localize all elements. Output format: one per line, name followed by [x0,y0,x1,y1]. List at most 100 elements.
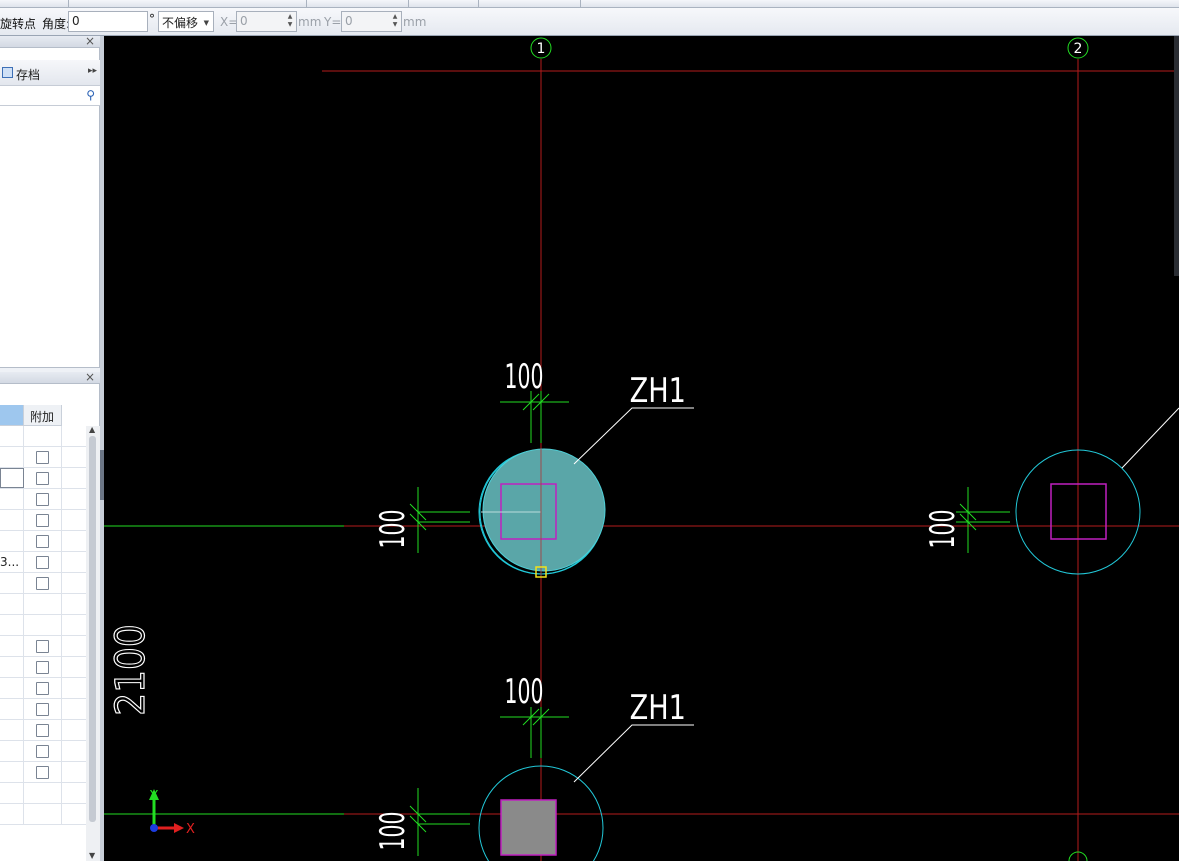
table-cell-name[interactable] [0,783,24,803]
table-cell-name[interactable] [0,573,24,593]
splitter-grip[interactable] [100,450,104,500]
pile-zh1-selected[interactable] [478,448,606,578]
scroll-up-icon[interactable]: ▲ [89,425,96,434]
pile-zh1-bottom[interactable] [478,765,604,861]
table-row[interactable] [0,657,86,678]
table-row[interactable] [0,699,86,720]
table-row[interactable] [0,678,86,699]
table-cell-name[interactable] [0,489,24,509]
table-row[interactable] [0,720,86,741]
panel-splitter[interactable] [100,36,104,861]
table-row[interactable] [0,615,86,636]
table-cell-extra [24,552,62,572]
offset-mode-value: 不偏移 [162,16,199,30]
table-cell-name[interactable] [0,720,24,740]
extra-checkbox[interactable] [36,535,49,548]
table-cell-name[interactable] [0,699,24,719]
extra-checkbox[interactable] [36,682,49,695]
extra-checkbox[interactable] [36,724,49,737]
upper-panel-header: × [0,34,100,48]
archive-button[interactable]: 存档 [16,68,41,82]
extra-checkbox[interactable] [36,451,49,464]
extra-checkbox[interactable] [36,556,49,569]
axis-bubble-bottom [1068,851,1088,861]
table-row[interactable] [0,573,86,594]
table-cell-extra [24,804,62,824]
x-label: X= [220,15,239,29]
table-row[interactable] [0,783,86,804]
table-row[interactable] [0,510,86,531]
scrollbar-thumb[interactable] [89,436,96,822]
offset-mode-select[interactable]: 不偏移 ▼ [158,11,214,32]
extra-checkbox[interactable] [36,493,49,506]
axis-label-2: 2 [1074,41,1083,57]
table-cell-extra [24,615,62,635]
table-scrollbar[interactable]: ▲ ▼ [86,425,100,861]
y-offset-input[interactable]: 0 ▲▼ [341,11,402,32]
table-cell-name[interactable] [0,447,24,467]
dim-label-left-2: 100 [922,510,962,549]
table-cell-extra [24,468,62,488]
table-cell-name[interactable] [0,426,24,446]
extra-checkbox[interactable] [36,661,49,674]
table-cell-name[interactable] [0,762,24,782]
drawing-canvas[interactable]: 1 2 [104,36,1179,861]
canvas-scrollbar-thumb[interactable] [1174,36,1179,276]
x-offset-input[interactable]: 0 ▲▼ [236,11,297,32]
table-row[interactable] [0,447,86,468]
table-row[interactable]: 3... [0,552,86,573]
pile-right[interactable] [1015,407,1179,575]
ucs-y-label: Y [149,789,158,804]
archive-icon [2,67,13,78]
table-cell-name[interactable] [0,804,24,824]
table-row[interactable] [0,636,86,657]
degree-symbol: ° [149,12,155,26]
extra-checkbox[interactable] [36,577,49,590]
table-row[interactable] [0,531,86,552]
table-cell-extra [24,489,62,509]
scroll-down-icon[interactable]: ▼ [89,851,96,860]
angle-input[interactable]: 0 [68,11,148,32]
table-cell-name[interactable] [0,678,24,698]
search-input[interactable]: ⚲ [0,86,100,106]
extra-checkbox[interactable] [36,472,49,485]
table-row[interactable] [0,762,86,783]
table-cell-name[interactable] [0,636,24,656]
close-icon[interactable]: × [84,370,95,384]
table-cell-name[interactable] [0,594,24,614]
x-spinner[interactable]: ▲▼ [287,13,293,28]
dim-label-left-3: 100 [372,812,412,851]
y-label: Y= [324,15,342,29]
search-icon[interactable]: ⚲ [86,88,95,102]
table-row[interactable] [0,594,86,615]
dim-left-1 [409,487,470,553]
table-cell-name[interactable] [0,468,24,488]
axis-bubble-2: 2 [1067,37,1089,59]
close-icon[interactable]: × [84,34,95,48]
table-row[interactable] [0,468,86,489]
dim-left-2 [956,487,1010,553]
extra-checkbox[interactable] [36,766,49,779]
table-row[interactable] [0,426,86,447]
table-row[interactable] [0,741,86,762]
column-header-extra-label: 附加 [30,410,55,424]
column-header-name[interactable] [0,405,24,426]
extra-checkbox[interactable] [36,514,49,527]
table-cell-name[interactable] [0,510,24,530]
canvas-scrollbar[interactable] [1173,36,1179,276]
table-cell-name[interactable] [0,615,24,635]
y-spinner[interactable]: ▲▼ [392,13,398,28]
table-cell-name[interactable] [0,741,24,761]
table-row[interactable] [0,489,86,510]
extra-checkbox[interactable] [36,745,49,758]
table-cell-name[interactable] [0,657,24,677]
table-row[interactable] [0,804,86,825]
extra-checkbox[interactable] [36,703,49,716]
extra-checkbox[interactable] [36,640,49,653]
table-cell-extra [24,510,62,530]
table-cell-name[interactable]: 3... [0,552,24,572]
more-icon[interactable]: ▸▸ [87,66,97,76]
column-header-extra[interactable]: 附加 [24,405,62,426]
table-cell-name[interactable] [0,531,24,551]
grip-point[interactable] [535,566,547,578]
